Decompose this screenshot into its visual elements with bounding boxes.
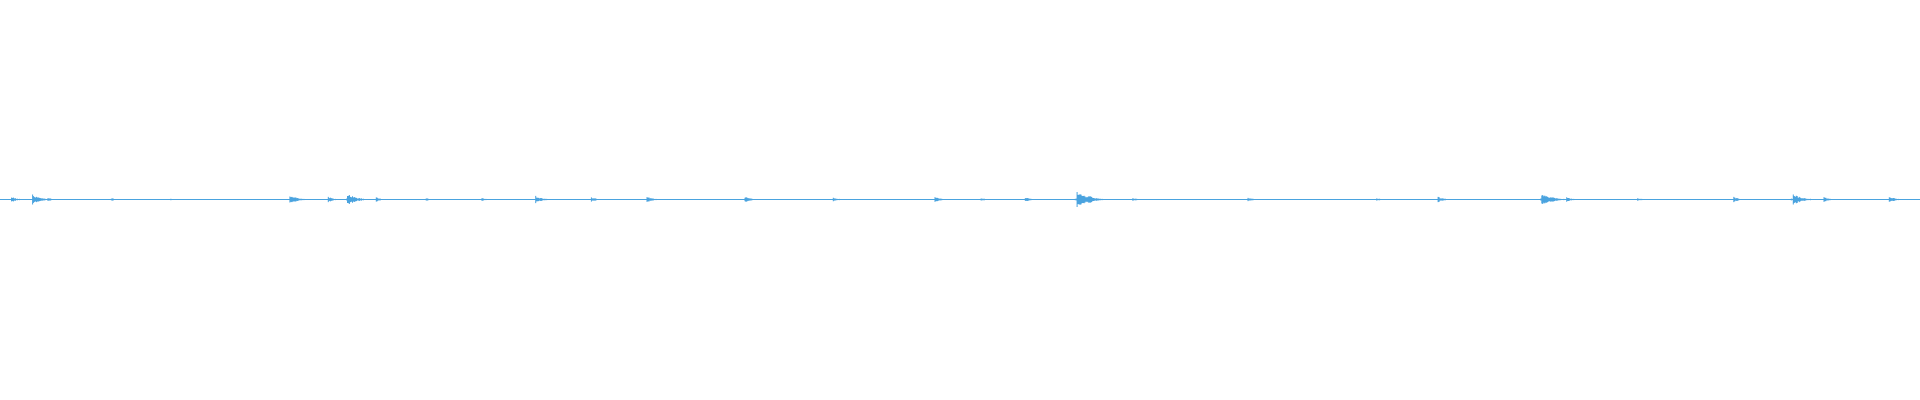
waveform-peaks xyxy=(0,192,1920,207)
waveform-burst-10 xyxy=(479,198,496,201)
waveform-burst-31 xyxy=(1886,197,1907,202)
waveform-burst-8 xyxy=(373,197,392,202)
waveform-burst-26 xyxy=(1564,197,1583,202)
waveform-burst-27 xyxy=(1635,198,1652,201)
waveform-burst-12 xyxy=(588,197,607,202)
waveform-burst-5 xyxy=(287,196,311,203)
waveform-burst-11 xyxy=(533,195,555,204)
waveform-burst-3 xyxy=(108,198,125,201)
waveform-burst-25 xyxy=(1539,195,1569,204)
waveform-burst-29 xyxy=(1790,194,1817,205)
waveform-burst-14 xyxy=(742,197,762,202)
waveform-burst-22 xyxy=(1245,197,1264,202)
waveform-burst-7 xyxy=(345,195,371,204)
waveform-burst-13 xyxy=(644,197,665,202)
waveform-burst-18 xyxy=(1022,198,1041,201)
waveform-burst-20 xyxy=(1086,196,1110,203)
waveform-burst-24 xyxy=(1435,196,1455,203)
waveform-burst-6 xyxy=(325,196,345,203)
waveform-burst-28 xyxy=(1731,196,1751,203)
waveform-burst-15 xyxy=(830,197,848,202)
waveform-burst-21 xyxy=(1130,198,1147,201)
waveform-burst-30 xyxy=(1821,197,1840,202)
waveform-burst-4 xyxy=(168,198,184,201)
waveform-burst-9 xyxy=(423,198,440,201)
waveform-burst-0 xyxy=(9,197,28,202)
waveform-burst-16 xyxy=(932,197,952,202)
waveform-burst-23 xyxy=(1374,198,1391,201)
waveform-burst-2 xyxy=(45,197,63,202)
waveform-burst-17 xyxy=(978,198,995,201)
